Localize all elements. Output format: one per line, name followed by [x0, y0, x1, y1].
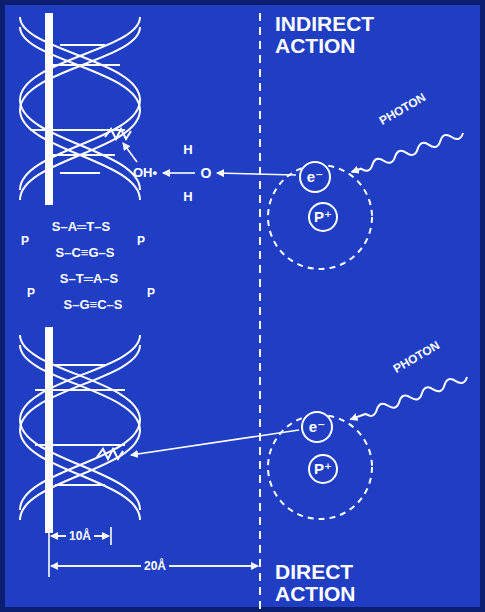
electron-circle: e⁻: [301, 411, 333, 443]
electron-circle: e⁻: [299, 161, 331, 193]
particle-symbol: P⁺: [314, 460, 332, 478]
text-label: P: [21, 235, 29, 248]
dimension-label: 20Å: [141, 560, 169, 573]
text-label: PHOTON: [392, 339, 443, 375]
text-label: S–A═T–S: [52, 220, 110, 234]
text-label: S–T═A–S: [60, 272, 118, 286]
dna-axis-bar: [45, 327, 53, 533]
dimension-lines: [49, 525, 258, 577]
damage-mark: [97, 449, 123, 459]
text-label: S–G≡C–S: [64, 298, 123, 312]
text-label: H: [183, 190, 192, 204]
text-label: O: [201, 166, 212, 181]
heading-label: DIRECT ACTION: [275, 561, 405, 605]
atom-orbit: [268, 165, 372, 269]
divider-line: [259, 13, 261, 609]
text-label: S–C≡G–S: [56, 246, 115, 260]
text-label: P: [137, 235, 145, 248]
proton-circle: P⁺: [308, 202, 338, 232]
particle-symbol: P⁺: [314, 208, 332, 226]
dimension-label: 10Å: [66, 530, 94, 543]
atom-orbit: [268, 415, 372, 519]
dna-helix-bottom: [20, 335, 140, 520]
text-label: OH•: [133, 166, 157, 180]
text-label: P: [27, 287, 35, 300]
text-label: H: [183, 143, 192, 157]
leader-line: [217, 173, 296, 175]
particle-symbol: e⁻: [307, 168, 323, 186]
heading-label: INDIRECT ACTION: [275, 13, 405, 57]
particle-symbol: e⁻: [309, 418, 325, 436]
leader-line: [123, 143, 137, 162]
damage-mark: [105, 129, 131, 139]
dna-helix-top: [20, 17, 140, 200]
photon-wave: [350, 129, 464, 176]
reaction-arrow: [163, 172, 195, 174]
photon-wave: [349, 373, 468, 423]
text-label: PHOTON: [378, 91, 429, 127]
proton-circle: P⁺: [308, 454, 338, 484]
text-label: P: [147, 287, 155, 300]
